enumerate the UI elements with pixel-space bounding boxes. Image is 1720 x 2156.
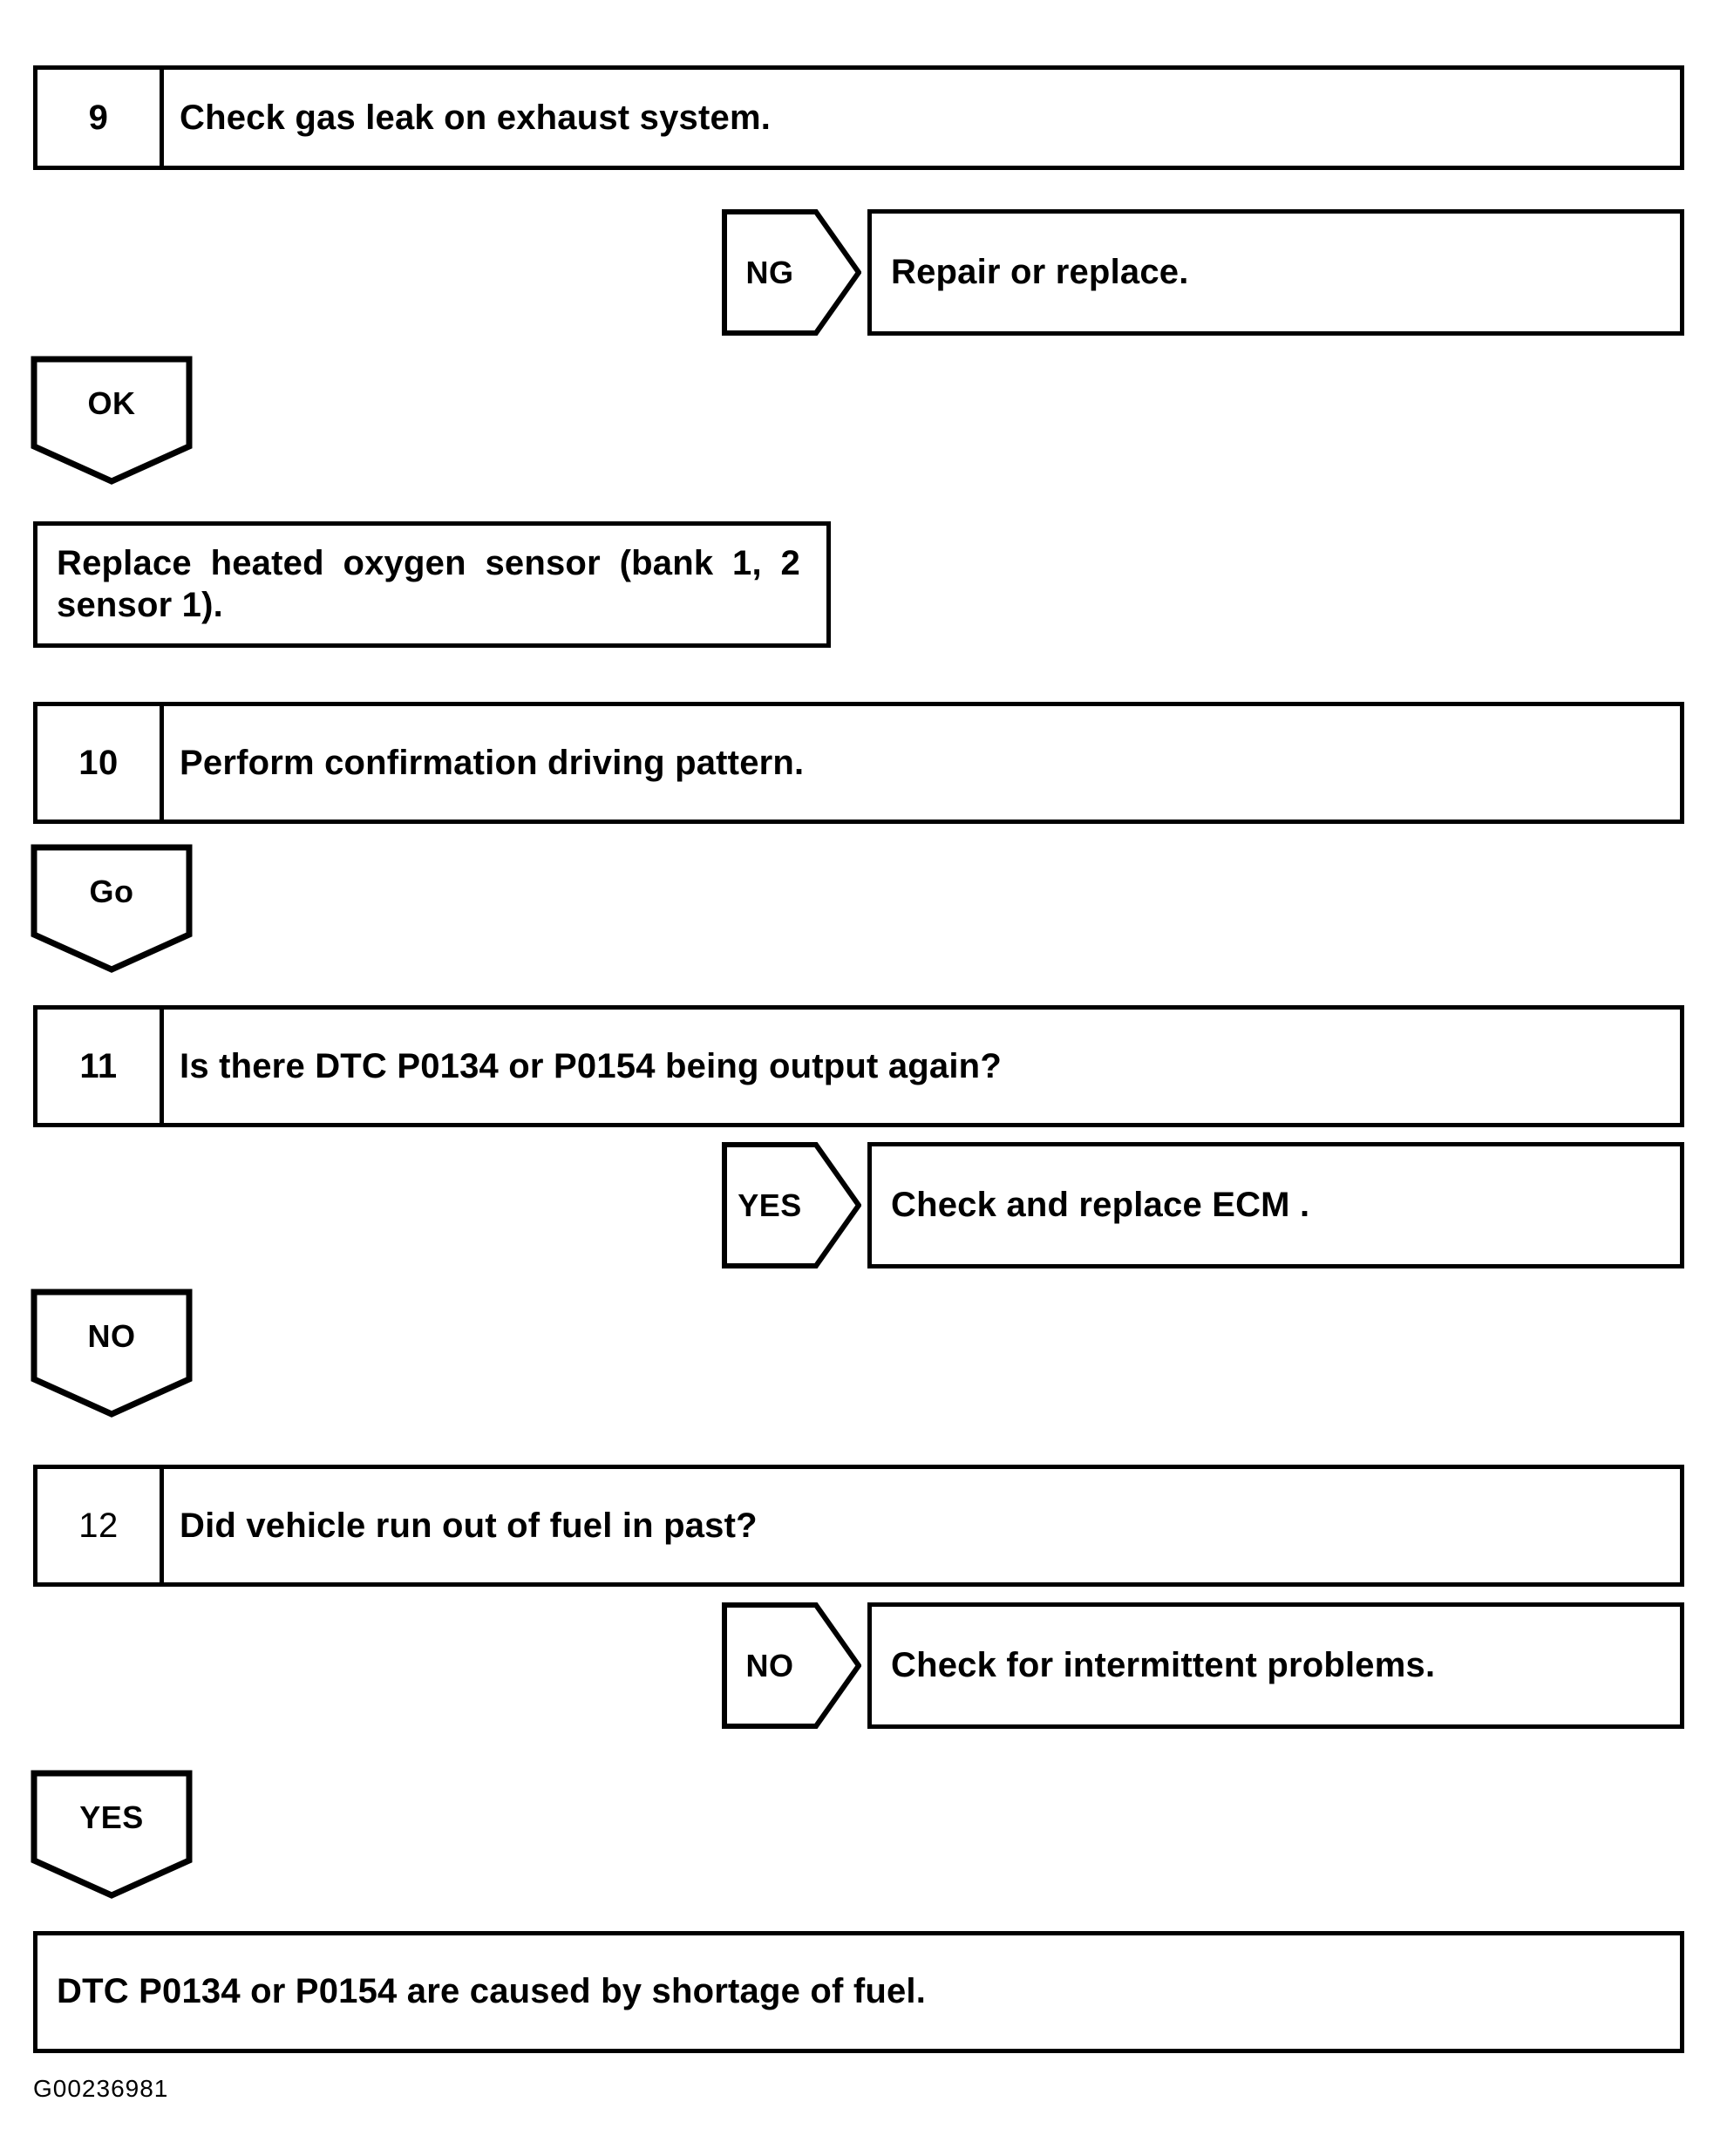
step-text-11: Is there DTC P0134 or P0154 being output… xyxy=(180,1046,1002,1085)
step-number-12: 12 xyxy=(37,1469,164,1582)
step-text-12: Did vehicle run out of fuel in past? xyxy=(180,1506,758,1545)
branch-action-text-check-intermittent-problems: Check for intermittent problems. xyxy=(891,1645,1436,1684)
continuation-arrow-no: NO xyxy=(31,1289,193,1418)
step-text-9: Check gas leak on exhaust system. xyxy=(180,98,772,137)
branch-action-box-check-intermittent-problems: Check for intermittent problems. xyxy=(867,1602,1684,1729)
branch-arrow-ng: NG xyxy=(722,209,861,336)
step-number-11: 11 xyxy=(37,1010,164,1123)
step-number-9: 9 xyxy=(37,70,164,166)
down-pentagon-shape xyxy=(31,1289,193,1418)
step-box-12: 12 Did vehicle run out of fuel in past? xyxy=(33,1465,1684,1587)
continuation-arrow-ok: OK xyxy=(31,356,193,485)
branch-label-yes: YES xyxy=(738,1187,802,1223)
branch-action-text-repair-or-replace: Repair or replace. xyxy=(891,252,1189,291)
down-pentagon-shape xyxy=(31,1770,193,1899)
branch-label-no: NO xyxy=(745,1647,794,1683)
result-text-dtc-shortage-of-fuel: DTC P0134 or P0154 are caused by shortag… xyxy=(57,1972,927,2011)
branch-action-text-check-replace-ecm: Check and replace ECM . xyxy=(891,1185,1310,1224)
figure-caption: G00236981 xyxy=(33,2075,169,2102)
continuation-label-ok: OK xyxy=(87,385,136,421)
branch-arrow-yes: YES xyxy=(722,1142,861,1268)
branch-arrow-no: NO xyxy=(722,1602,861,1729)
result-box-dtc-shortage-of-fuel: DTC P0134 or P0154 are caused by shortag… xyxy=(33,1931,1684,2053)
step-box-10: 10 Perform confirmation driving pattern. xyxy=(33,702,1684,824)
branch-label-ng: NG xyxy=(745,254,794,290)
right-pentagon-shape xyxy=(722,209,861,336)
down-pentagon-shape xyxy=(31,356,193,485)
step-number-10: 10 xyxy=(37,706,164,820)
down-pentagon-shape xyxy=(31,844,193,973)
right-pentagon-shape xyxy=(722,1142,861,1268)
branch-action-box-repair-or-replace: Repair or replace. xyxy=(867,209,1684,336)
continuation-arrow-yes: YES xyxy=(31,1770,193,1899)
step-box-11: 11 Is there DTC P0134 or P0154 being out… xyxy=(33,1005,1684,1127)
continuation-label-yes: YES xyxy=(79,1799,144,1835)
branch-action-box-check-replace-ecm: Check and replace ECM . xyxy=(867,1142,1684,1268)
step-text-10: Perform confirmation driving pattern. xyxy=(180,743,805,782)
continuation-arrow-go: Go xyxy=(31,844,193,973)
right-pentagon-shape xyxy=(722,1602,861,1729)
step-box-9: 9 Check gas leak on exhaust system. xyxy=(33,65,1684,170)
result-box-replace-oxygen-sensor: Replace heated oxygen sensor (bank 1, 2 … xyxy=(33,521,831,648)
continuation-label-no: NO xyxy=(87,1318,136,1354)
result-text-replace-oxygen-sensor: Replace heated oxygen sensor (bank 1, 2 … xyxy=(57,544,800,624)
continuation-label-go: Go xyxy=(89,874,134,909)
